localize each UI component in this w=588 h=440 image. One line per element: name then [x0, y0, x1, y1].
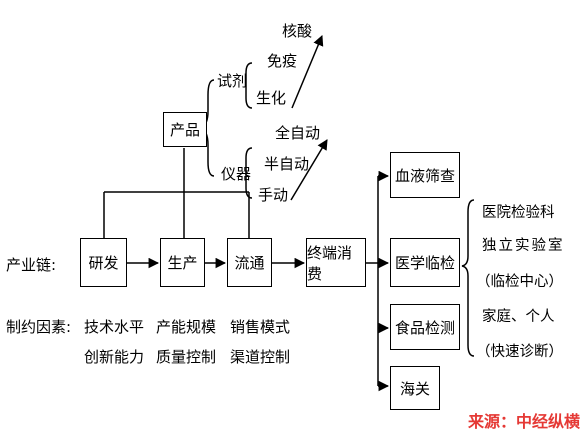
clinical-detail-home: 家庭、个人: [482, 309, 555, 325]
constraints-label: 制约因素:: [6, 318, 72, 336]
terminal-customs-label: 海关: [399, 379, 430, 398]
chain-rd-label: 研发: [88, 254, 119, 272]
product-box: 产品: [163, 112, 207, 147]
reagent-trend-arrow: [291, 35, 324, 109]
clinical-detail-lab-center: （临检中心）: [476, 274, 563, 290]
terminal-clinical-label: 医学临检: [394, 254, 455, 272]
instrument-item-semi-auto: 半自动: [264, 155, 310, 173]
constraint-production-2: 质量控制: [156, 348, 217, 366]
constraint-production-1: 产能规模: [156, 318, 217, 336]
constraint-circulation-2: 渠道控制: [230, 348, 291, 366]
constraint-rd-1: 技术水平: [84, 318, 145, 336]
clinical-detail-rapid-dx: （快速诊断）: [476, 344, 563, 360]
instrument-item-manual: 手动: [258, 186, 289, 204]
chain-production-label: 生产: [167, 254, 198, 272]
instrument-trend-arrow: [290, 139, 328, 201]
reagent-item-nucleic: 核酸: [282, 22, 313, 40]
chain-circulation-box: 流通: [227, 238, 272, 287]
chain-rd-box: 研发: [80, 238, 127, 287]
chain-circulation-label: 流通: [234, 254, 265, 272]
reagent-item-immune: 免疫: [267, 52, 298, 70]
clinical-detail-hospital: 医院检验科: [482, 205, 555, 221]
chain-consumption-label: 终端消费: [307, 243, 353, 283]
terminal-blood-screening-box: 血液筛查: [390, 152, 460, 198]
chain-consumption-box: 终端消费: [306, 238, 366, 287]
instrument-bracket: [245, 147, 253, 199]
instrument-item-full-auto: 全自动: [275, 124, 321, 142]
terminal-clinical-box: 医学临检: [390, 238, 460, 287]
industry-chain-label: 产业链:: [6, 256, 57, 274]
constraint-circulation-1: 销售模式: [230, 318, 291, 336]
constraint-rd-2: 创新能力: [84, 348, 145, 366]
reagent-bracket: [245, 62, 253, 109]
terminal-blood-screening-label: 血液筛查: [394, 166, 455, 185]
product-label: 产品: [169, 121, 200, 139]
chain-production-box: 生产: [160, 238, 205, 287]
terminal-food-testing-box: 食品检测: [390, 304, 460, 350]
reagent-label: 试剂: [217, 72, 248, 90]
clinical-detail-independent-lab: 独立实验室: [482, 238, 565, 254]
reagent-item-biochem: 生化: [256, 89, 287, 107]
terminal-food-testing-label: 食品检测: [394, 318, 455, 337]
clinical-bracket: [461, 199, 475, 357]
instrument-label: 仪器: [221, 165, 252, 183]
source-credit: 来源：中经纵横: [467, 412, 580, 431]
terminal-customs-box: 海关: [390, 366, 440, 410]
